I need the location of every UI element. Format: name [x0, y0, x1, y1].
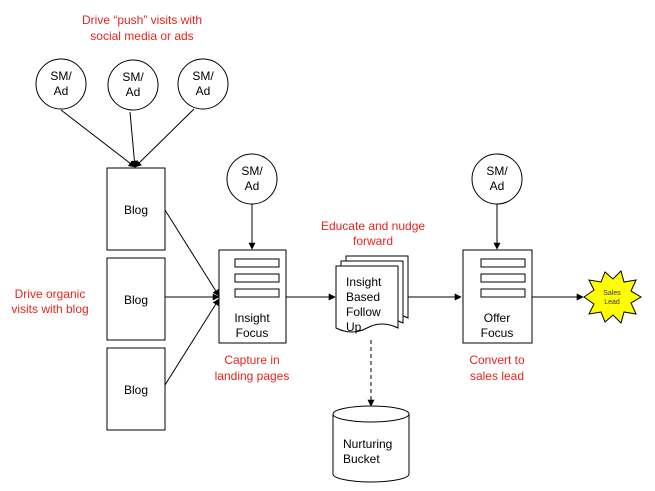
organic-visits-annotation: Drive organic visits with blog	[11, 287, 88, 316]
blog-label: Blog	[124, 293, 148, 307]
blog-label: Blog	[124, 383, 148, 397]
nurturing-bucket: Nurturing Bucket	[332, 405, 410, 483]
sm-ad-label-line1: SM/	[192, 69, 214, 83]
form-field-bar	[234, 258, 280, 268]
follow-up-documents: Insight Based Follow Up	[335, 255, 409, 334]
sm-ad-circle: SM/ Ad	[226, 153, 278, 205]
sales-lead-star-shape	[583, 270, 642, 324]
form-field-bar	[480, 258, 526, 268]
sm-ad-label-line2: Ad	[126, 85, 141, 99]
convert-annotation-line1: Convert to	[469, 353, 525, 367]
form-field-bar	[480, 273, 526, 283]
cylinder-top	[332, 405, 410, 423]
educate-annotation-line1: Educate and nudge	[321, 219, 425, 233]
follow-up-label-line3: Follow	[346, 305, 381, 319]
sm-ad-label-line2: Ad	[245, 179, 260, 193]
sm-ad-label-line2: Ad	[490, 179, 505, 193]
sm-ad-circle-shape	[35, 58, 87, 110]
offer-focus-label-line2: Focus	[481, 326, 514, 340]
form-field-bar	[234, 288, 280, 298]
sm-ad-label-line1: SM/	[241, 164, 263, 178]
blog-box: Blog	[106, 347, 166, 431]
blog-box-shape	[106, 257, 166, 341]
nurturing-label-line1: Nurturing	[343, 437, 392, 451]
blog-box: Blog	[106, 167, 166, 251]
sm-ad-circle-shape	[226, 153, 278, 205]
organic-annotation-line1: Drive organic	[15, 287, 86, 301]
document-front-sheet	[335, 265, 399, 333]
sm-ad-circle: SM/ Ad	[35, 58, 87, 110]
form-field-bar	[234, 273, 280, 283]
educate-annotation-line2: forward	[353, 234, 393, 248]
nurturing-label-line2: Bucket	[343, 452, 380, 466]
edge-blog3-to-insight-focus	[164, 298, 220, 386]
edge-smad1-to-blog1	[60, 109, 136, 168]
sm-ad-label-line1: SM/	[486, 164, 508, 178]
insight-focus-label-line2: Focus	[236, 326, 269, 340]
sm-ad-label-line1: SM/	[50, 69, 72, 83]
offer-focus-page: Offer Focus	[462, 249, 533, 344]
follow-up-label-line4: Up	[346, 320, 362, 334]
follow-up-label-line2: Based	[346, 290, 380, 304]
convert-annotation: Convert to sales lead	[469, 353, 525, 383]
organic-annotation-line2: visits with blog	[11, 302, 88, 316]
sm-ad-circle-shape	[107, 59, 159, 111]
blog-box: Blog	[106, 257, 166, 341]
blog-box-shape	[106, 347, 166, 431]
cylinder-body	[332, 414, 410, 483]
insight-focus-page: Insight Focus	[218, 249, 287, 344]
push-visits-annotation: Drive “push” visits with social media or…	[82, 13, 202, 43]
sales-lead-label-line1: Sales	[603, 290, 621, 297]
form-field-bar	[480, 288, 526, 298]
capture-annotation-line2: landing pages	[215, 369, 290, 383]
push-annotation-line2: social media or ads	[90, 29, 193, 43]
capture-annotation: Capture in landing pages	[215, 353, 290, 383]
edge-smad2-to-blog1	[129, 111, 138, 168]
sm-ad-label-line2: Ad	[196, 84, 211, 98]
blog-label: Blog	[124, 203, 148, 217]
blog-box-shape	[106, 167, 166, 251]
capture-annotation-line1: Capture in	[224, 353, 279, 367]
educate-annotation: Educate and nudge forward	[321, 219, 425, 248]
follow-up-label-line1: Insight	[346, 275, 382, 289]
sm-ad-label-line2: Ad	[54, 84, 69, 98]
edge-blog1-to-insight-focus	[164, 209, 220, 297]
sm-ad-circle: SM/ Ad	[471, 153, 523, 205]
sm-ad-circle: SM/ Ad	[177, 58, 229, 110]
edge-smad3-to-blog1	[134, 108, 195, 168]
sales-lead-label-line2: Lead	[604, 299, 620, 306]
insight-focus-label-line1: Insight	[234, 311, 270, 325]
connectors	[60, 108, 584, 407]
sales-lead-star: Sales Lead	[583, 270, 642, 324]
push-annotation-line1: Drive “push” visits with	[82, 13, 202, 27]
convert-annotation-line2: sales lead	[470, 369, 524, 383]
sm-ad-label-line1: SM/	[122, 70, 144, 84]
offer-focus-label-line1: Offer	[484, 311, 510, 325]
sm-ad-circle-shape	[471, 153, 523, 205]
sm-ad-circle-shape	[177, 58, 229, 110]
sm-ad-circle: SM/ Ad	[107, 59, 159, 111]
